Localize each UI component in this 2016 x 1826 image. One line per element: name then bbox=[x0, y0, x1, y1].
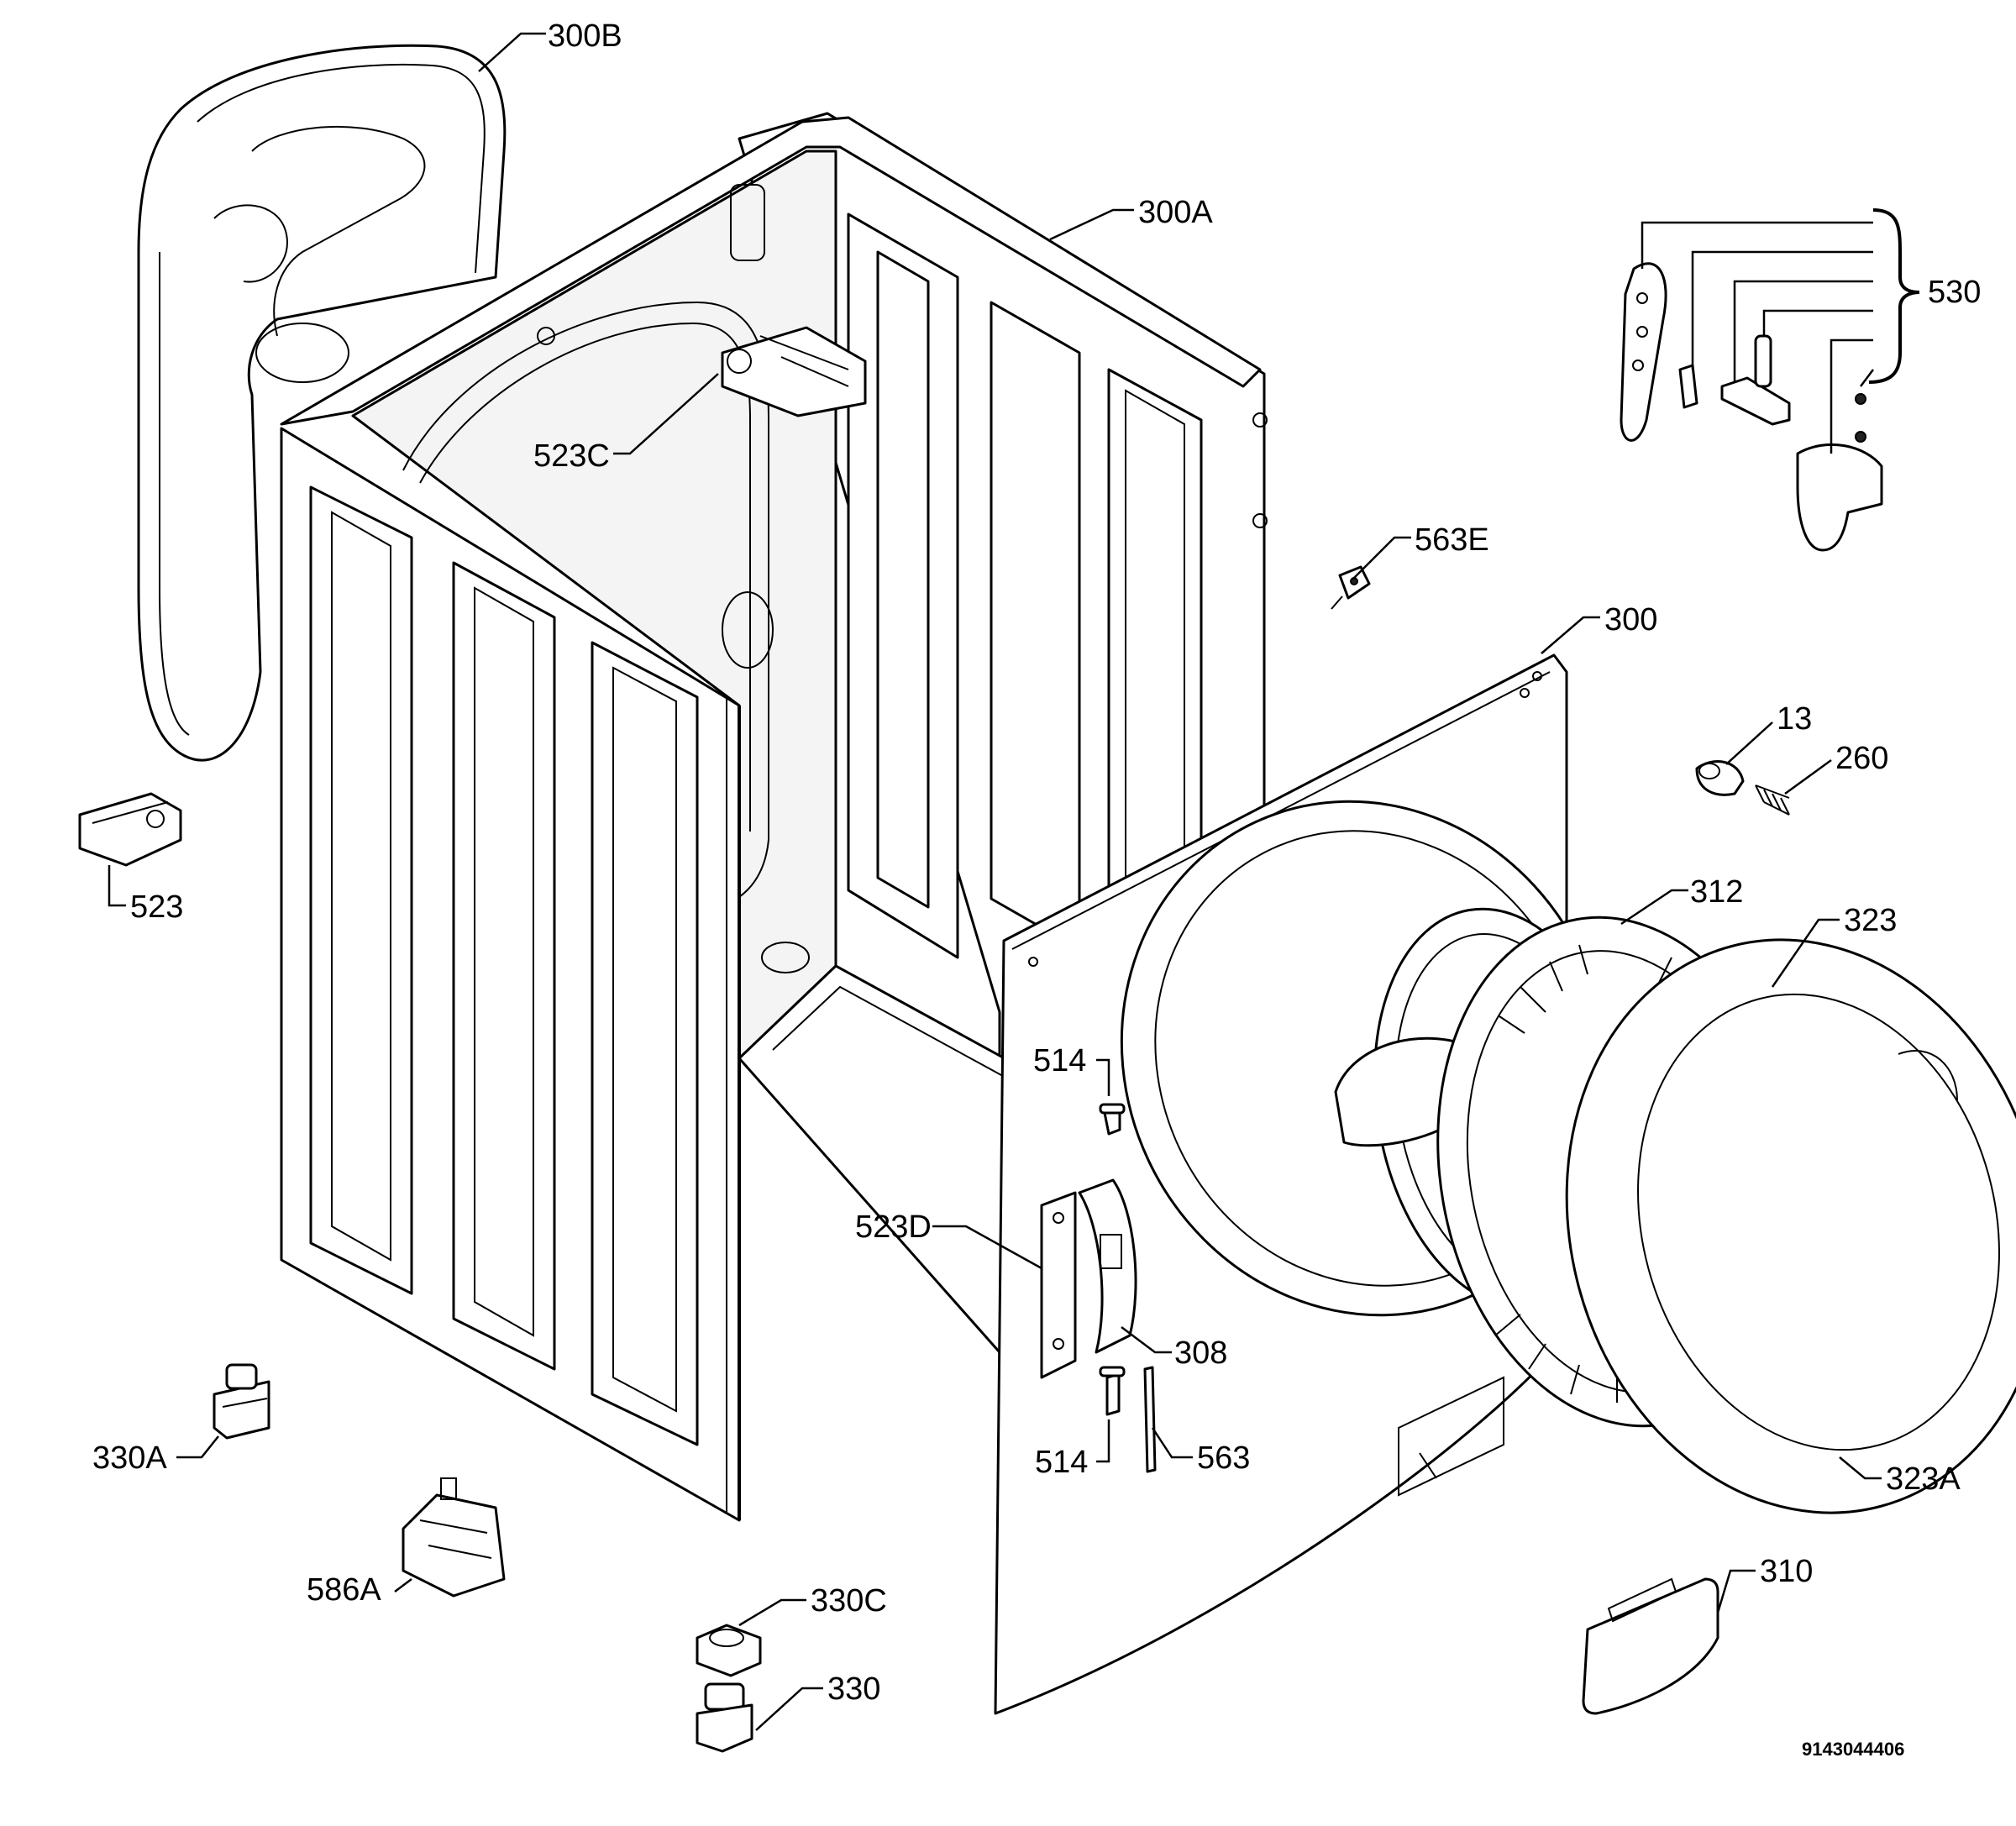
part-586A bbox=[402, 1477, 506, 1598]
part-563E bbox=[1331, 565, 1371, 610]
label-586A: 586A bbox=[307, 1572, 381, 1608]
part-514-lower bbox=[1099, 1366, 1126, 1416]
part-labels: 300B 300A 530 523C 563E 300 13 260 523 3… bbox=[92, 18, 1981, 1760]
rear-panel-300B bbox=[137, 44, 507, 762]
label-523: 523 bbox=[130, 889, 183, 925]
label-300B: 300B bbox=[548, 18, 622, 54]
part-330 bbox=[696, 1682, 753, 1753]
part-308 bbox=[1078, 1178, 1137, 1354]
label-13: 13 bbox=[1777, 701, 1812, 737]
drawing-number: 9143044406 bbox=[1802, 1739, 1904, 1760]
part-523 bbox=[78, 792, 182, 867]
leader-lines bbox=[108, 32, 1882, 1731]
label-300: 300 bbox=[1604, 602, 1657, 638]
hinge-assembly-530 bbox=[1620, 208, 1920, 552]
filter-cover-310 bbox=[1582, 1577, 1719, 1715]
part-563 bbox=[1143, 1366, 1157, 1473]
label-312: 312 bbox=[1690, 874, 1743, 910]
spring-260 bbox=[1755, 784, 1790, 816]
label-514-upper: 514 bbox=[1033, 1043, 1086, 1078]
part-514-upper bbox=[1099, 1103, 1126, 1136]
label-260: 260 bbox=[1835, 741, 1888, 776]
label-308: 308 bbox=[1174, 1335, 1227, 1371]
label-323A: 323A bbox=[1886, 1461, 1961, 1497]
label-530: 530 bbox=[1928, 275, 1981, 310]
label-310: 310 bbox=[1760, 1554, 1813, 1589]
part-330A bbox=[213, 1363, 270, 1440]
label-563: 563 bbox=[1197, 1440, 1250, 1476]
part-523D bbox=[1040, 1191, 1077, 1379]
label-323: 323 bbox=[1844, 903, 1897, 938]
label-330A: 330A bbox=[92, 1440, 167, 1476]
part-523C bbox=[721, 326, 867, 417]
label-300A: 300A bbox=[1138, 195, 1213, 230]
label-514-lower: 514 bbox=[1035, 1445, 1088, 1480]
label-523C: 523C bbox=[533, 438, 610, 474]
part-13 bbox=[1695, 760, 1745, 796]
label-563E: 563E bbox=[1415, 522, 1489, 558]
part-330C bbox=[696, 1624, 762, 1677]
label-330: 330 bbox=[827, 1671, 880, 1707]
label-523D: 523D bbox=[855, 1209, 932, 1245]
label-330C: 330C bbox=[811, 1583, 887, 1619]
outer-door-ring-323A bbox=[1565, 938, 2016, 1514]
